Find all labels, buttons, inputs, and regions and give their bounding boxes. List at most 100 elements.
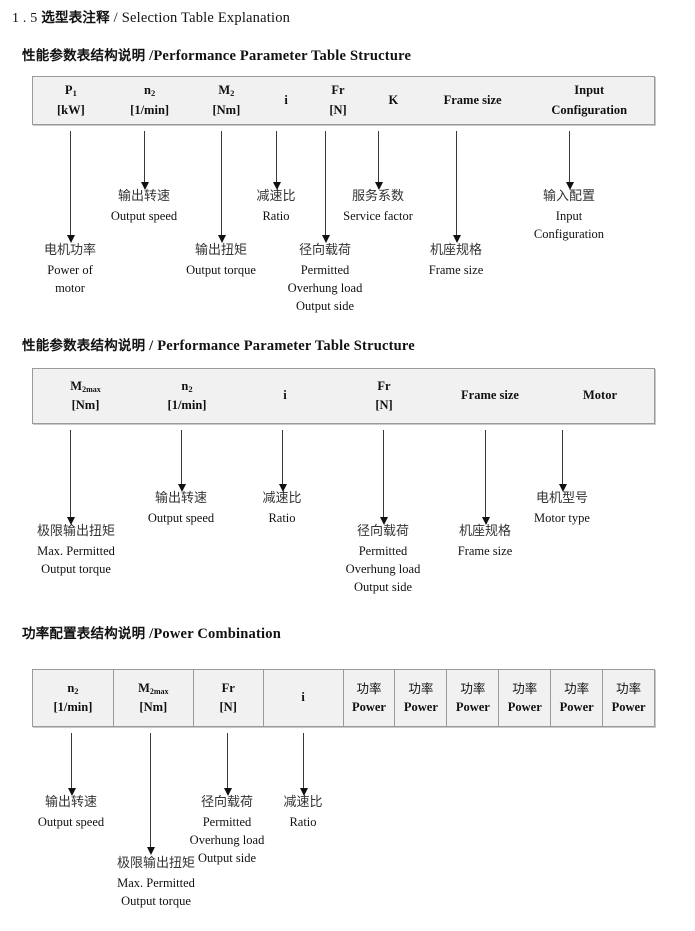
table-3-col-power-1-cn: 功率 bbox=[356, 680, 382, 696]
table-2-col-n2: n2 [1/min] bbox=[138, 369, 236, 423]
section-number: 1 . 5 bbox=[12, 11, 38, 26]
annotation-overhung-load-3-en-2: Overhung load bbox=[189, 832, 265, 847]
table-3-col-fr-symbol: Fr bbox=[221, 680, 235, 695]
table-1-col-m2-unit: [Nm] bbox=[212, 102, 241, 117]
annotation-service-factor-1-en: Service factor bbox=[343, 208, 413, 223]
annotation-output-speed-3-cn: 输出转速 bbox=[44, 795, 97, 810]
table-2-col-motor: Motor bbox=[546, 369, 654, 423]
annotation-service-factor-1-cn: 服务系数 bbox=[351, 189, 405, 204]
annotation-output-speed-1-cn: 输出转速 bbox=[117, 189, 170, 204]
table-3-col-power-1-en: Power bbox=[351, 700, 386, 714]
annotation-max-output-torque-3-en-2: Output torque bbox=[121, 893, 191, 908]
table-3-col-power-6: 功率 Power bbox=[602, 670, 654, 726]
table-power-combination: n2 [1/min] M2max [Nm] Fr [N] i 功率 Power … bbox=[32, 669, 655, 727]
annotation-overhung-load-3: 径向载荷 Permitted Overhung load Output side bbox=[190, 794, 265, 867]
table-2-col-fr: Fr [N] bbox=[334, 369, 434, 423]
table-2-col-motor-symbol: Motor bbox=[582, 388, 617, 403]
annotation-frame-size-2-cn: 机座规格 bbox=[458, 524, 511, 539]
table-1-col-i: i bbox=[262, 77, 310, 124]
annotation-input-configuration-1-en-2: Configuration bbox=[533, 226, 605, 241]
arrow-to-overhung-load-2 bbox=[379, 430, 388, 525]
table-2-col-n2-symbol: n2 bbox=[181, 378, 193, 394]
section-title-separator: / bbox=[113, 10, 118, 26]
arrow-to-max-output-torque-3 bbox=[146, 733, 155, 855]
annotation-ratio-1-en: Ratio bbox=[262, 208, 290, 223]
annotation-overhung-load-1-en-2: Overhung load bbox=[287, 280, 363, 295]
annotation-ratio-1-cn: 减速比 bbox=[256, 189, 296, 204]
arrow-to-output-speed-3 bbox=[67, 733, 76, 796]
table-3-col-n2-unit: [1/min] bbox=[53, 700, 93, 714]
annotation-frame-size-1-en: Frame size bbox=[428, 262, 484, 277]
arrow-to-max-output-torque-2 bbox=[66, 430, 75, 525]
annotation-output-torque-1-cn: 输出扭矩 bbox=[194, 243, 248, 258]
table-3-col-i-symbol: i bbox=[301, 690, 305, 705]
annotation-overhung-load-1-en-1: Permitted bbox=[300, 262, 350, 277]
table-3-col-fr: Fr [N] bbox=[192, 670, 263, 726]
table-3-col-power-1: 功率 Power bbox=[342, 670, 395, 726]
table-1-col-n2-unit: [1/min] bbox=[130, 102, 170, 117]
annotation-output-speed-2-cn: 输出转速 bbox=[154, 491, 207, 506]
table-2-col-m2max-symbol: M2max bbox=[70, 378, 101, 394]
annotation-input-configuration-1: 输入配置 Input Configuration bbox=[534, 188, 604, 243]
arrow-to-ratio-3 bbox=[299, 733, 308, 796]
annotation-overhung-load-1-cn: 径向载荷 bbox=[298, 243, 352, 258]
table-3-col-power-2-en: Power bbox=[403, 700, 438, 714]
section-2-heading-separator: / bbox=[149, 338, 154, 354]
annotation-motor-type-2-en: Motor type bbox=[534, 510, 590, 525]
section-1-heading: 性能参数表结构说明 /Performance Parameter Table S… bbox=[22, 44, 411, 65]
annotation-ratio-3-cn: 减速比 bbox=[283, 795, 323, 810]
annotation-ratio-2-en: Ratio bbox=[268, 510, 296, 525]
section-1-heading-separator: / bbox=[149, 48, 154, 64]
section-2-heading-cn: 性能参数表结构说明 bbox=[22, 338, 146, 354]
annotation-overhung-load-1-en-3: Output side bbox=[296, 299, 354, 314]
arrow-to-ratio-2 bbox=[278, 430, 287, 492]
arrow-to-overhung-load-1 bbox=[321, 131, 330, 243]
table-3-col-power-3-cn: 功率 bbox=[460, 680, 486, 696]
annotation-frame-size-2-en: Frame size bbox=[457, 543, 513, 558]
arrow-to-motor-type-2 bbox=[558, 430, 567, 492]
table-1-col-n2-symbol: n2 bbox=[144, 83, 156, 99]
section-2-heading-en: Performance Parameter Table Structure bbox=[157, 338, 415, 354]
annotation-overhung-load-1: 径向载荷 Permitted Overhung load Output side bbox=[288, 242, 363, 315]
section-2-heading: 性能参数表结构说明 / Performance Parameter Table … bbox=[22, 334, 415, 355]
annotation-power-of-motor-1-en-2: motor bbox=[55, 280, 85, 295]
annotation-ratio-3: 减速比 Ratio bbox=[283, 794, 322, 831]
arrow-to-overhung-load-3 bbox=[223, 733, 232, 796]
annotation-frame-size-2: 机座规格 Frame size bbox=[458, 523, 513, 560]
annotation-output-speed-2-en: Output speed bbox=[147, 510, 215, 525]
table-1-col-fr-unit: [N] bbox=[329, 102, 347, 117]
annotation-output-torque-1: 输出扭矩 Output torque bbox=[186, 242, 256, 279]
annotation-overhung-load-3-cn: 径向载荷 bbox=[200, 795, 254, 810]
table-3-col-power-5-en: Power bbox=[559, 700, 594, 714]
table-3-col-power-6-en: Power bbox=[611, 700, 646, 714]
table-3-col-power-6-cn: 功率 bbox=[616, 680, 642, 696]
annotation-power-of-motor-1-en-1: Power of bbox=[47, 262, 93, 277]
table-2-col-n2-unit: [1/min] bbox=[167, 398, 207, 412]
section-1-heading-en: Performance Parameter Table Structure bbox=[153, 48, 412, 64]
annotation-ratio-2: 减速比 Ratio bbox=[262, 490, 301, 527]
section-3-heading-separator: / bbox=[149, 626, 154, 642]
table-1-col-m2: M2 [Nm] bbox=[190, 77, 262, 124]
annotation-output-speed-3-en: Output speed bbox=[37, 814, 105, 829]
table-3-col-power-2-cn: 功率 bbox=[408, 680, 434, 696]
arrow-to-frame-size-2 bbox=[481, 430, 490, 525]
table-3-col-m2max: M2max [Nm] bbox=[112, 670, 193, 726]
table-2-col-m2max-unit: [Nm] bbox=[71, 398, 100, 412]
annotation-output-speed-2: 输出转速 Output speed bbox=[148, 490, 214, 527]
arrow-to-output-speed-2 bbox=[177, 430, 186, 492]
table-3-col-power-2: 功率 Power bbox=[394, 670, 446, 726]
table-1-col-k: K bbox=[366, 77, 421, 124]
annotation-max-output-torque-3: 极限输出扭矩 Max. Permitted Output torque bbox=[117, 855, 195, 910]
section-1-heading-cn: 性能参数表结构说明 bbox=[22, 48, 146, 64]
table-2-col-fr-unit: [N] bbox=[375, 398, 393, 412]
table-1-col-input-configuration-line1: Input bbox=[574, 83, 605, 98]
table-3-col-n2: n2 [1/min] bbox=[33, 670, 113, 726]
section-3-heading: 功率配置表结构说明 /Power Combination bbox=[22, 622, 281, 643]
arrow-to-frame-size-1 bbox=[452, 131, 461, 243]
table-2-col-i-symbol: i bbox=[283, 388, 287, 403]
arrow-to-output-speed-1 bbox=[140, 131, 149, 190]
table-3-col-power-4-cn: 功率 bbox=[512, 680, 538, 696]
table-1-col-p1: P1 [kW] bbox=[33, 77, 109, 124]
table-3-col-power-5: 功率 Power bbox=[550, 670, 602, 726]
section-3-heading-en: Power Combination bbox=[153, 626, 281, 642]
